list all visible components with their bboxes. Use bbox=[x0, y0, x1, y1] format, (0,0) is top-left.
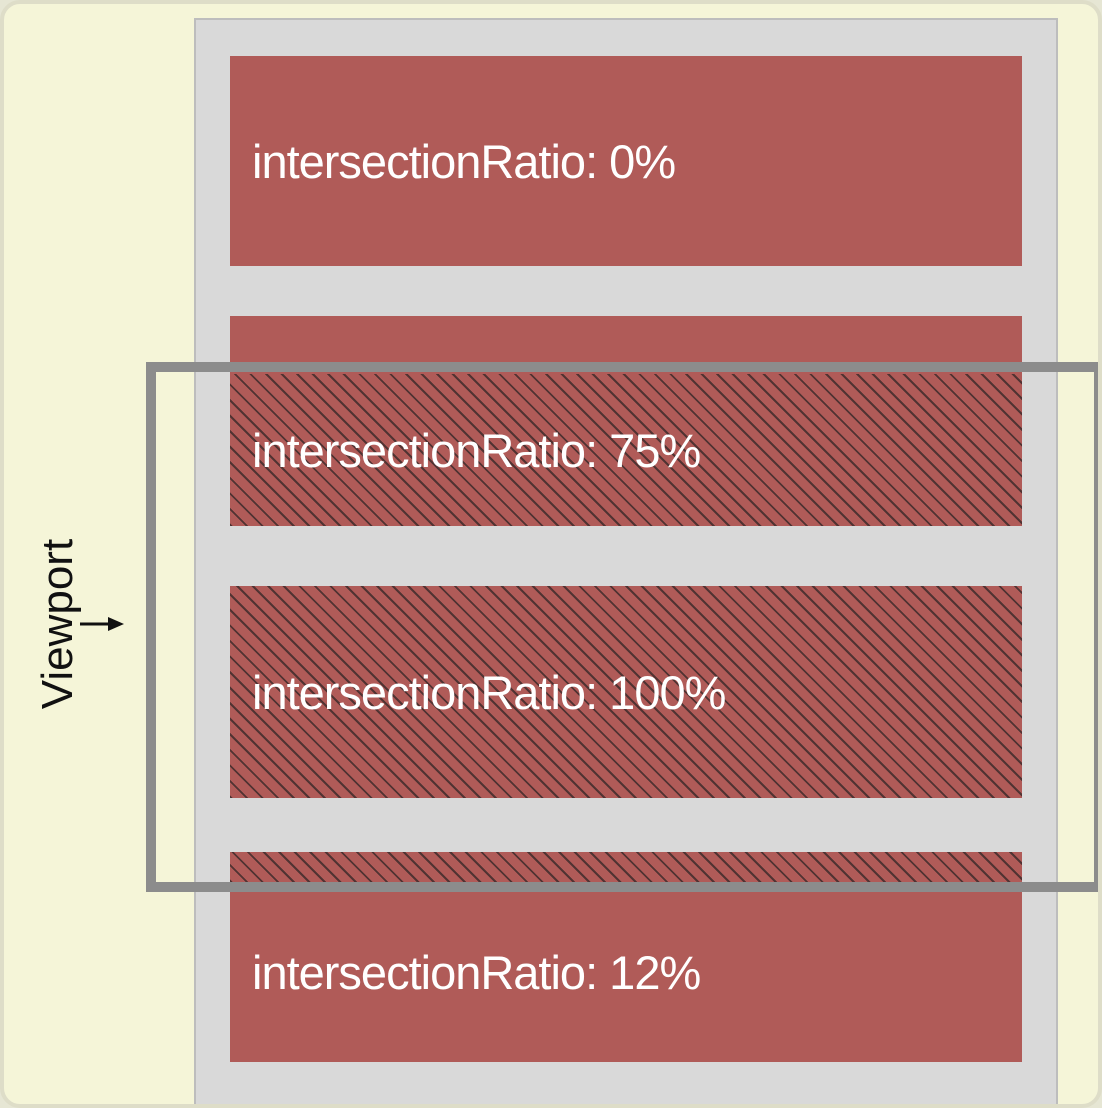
viewport-label: Viewport bbox=[33, 538, 82, 710]
entry-3: intersectionRatio: 12% bbox=[230, 852, 1022, 1062]
intersection-hatch bbox=[230, 374, 1022, 526]
intersection-hatch bbox=[230, 852, 1022, 882]
entry-label: intersectionRatio: 75% bbox=[252, 423, 701, 477]
intersection-hatch bbox=[230, 586, 1022, 798]
entry-1: intersectionRatio: 75% bbox=[230, 316, 1022, 526]
entry-label: intersectionRatio: 100% bbox=[252, 665, 726, 719]
entry-label: intersectionRatio: 0% bbox=[252, 134, 676, 188]
entry-label: intersectionRatio: 12% bbox=[252, 945, 701, 999]
entry-0: intersectionRatio: 0% bbox=[230, 56, 1022, 266]
entry-2: intersectionRatio: 100% bbox=[230, 586, 1022, 798]
arrow-right-icon bbox=[80, 617, 124, 631]
